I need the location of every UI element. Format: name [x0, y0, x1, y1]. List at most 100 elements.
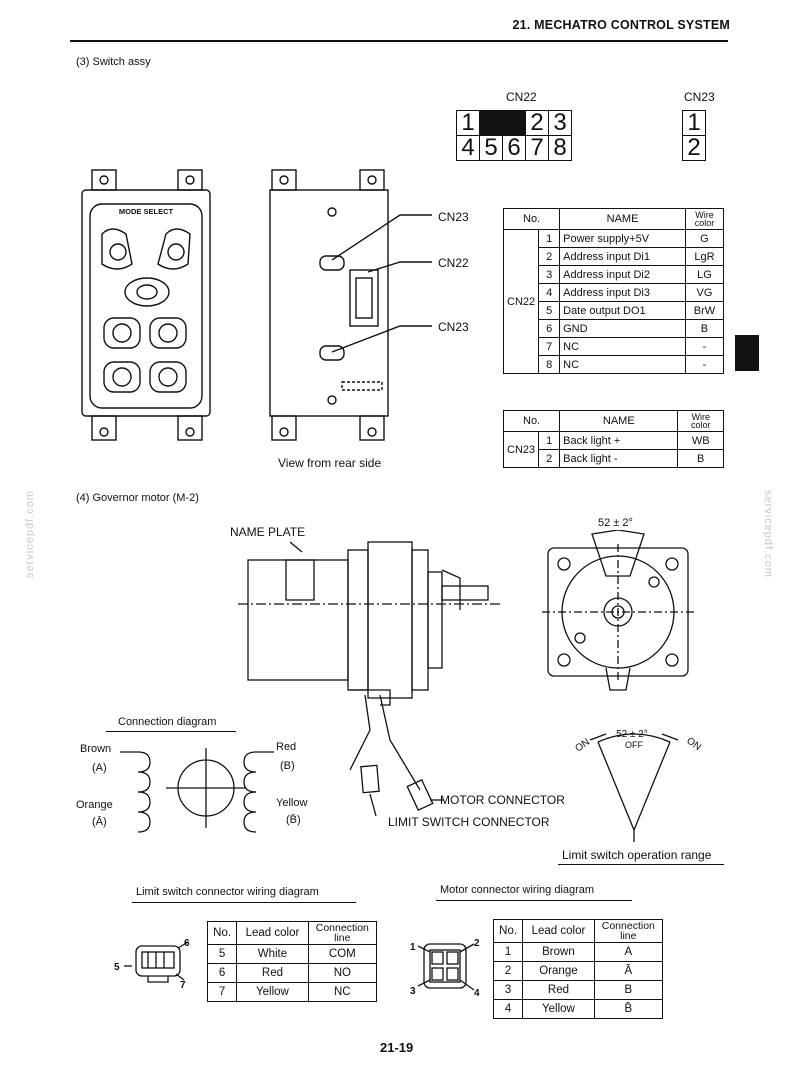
table-row-no: 1	[538, 431, 561, 450]
on-left-label: ON	[573, 737, 592, 755]
table-row-no: 1	[492, 942, 524, 962]
connection-diagram-title: Connection diagram	[118, 716, 217, 728]
cn23-group: CN23	[502, 431, 540, 468]
cn22-pin: 8	[548, 135, 572, 161]
cn23-pin-grid: 1 2	[682, 110, 706, 161]
table-row-line: COM	[307, 944, 378, 964]
table-row-no: 2	[538, 449, 561, 468]
header-connection: Connection	[601, 920, 655, 932]
table-row-name: NC	[559, 337, 686, 356]
table-row-name: GND	[559, 319, 686, 338]
cn22-key	[479, 110, 526, 136]
table-row-line: NO	[307, 963, 378, 983]
table-row-name: Address input Di2	[559, 265, 686, 284]
table-row-no: 4	[492, 999, 524, 1019]
header-line: line	[620, 930, 637, 942]
red-label: Red	[276, 741, 297, 753]
motor-pin-label: 3	[410, 986, 416, 997]
motor-pin-label: 4	[474, 988, 480, 999]
cn22-pin: 1	[456, 110, 480, 136]
table-row-no: 6	[538, 319, 561, 338]
cn22-pin: 2	[525, 110, 549, 136]
cn23-header-wire: Wire	[691, 412, 710, 422]
motor-wiring-title: Motor connector wiring diagram	[440, 884, 595, 896]
table-row-color: -	[684, 355, 725, 374]
table-row-color: LG	[684, 265, 725, 284]
motor-pin-label: 1	[410, 942, 416, 953]
yellow-pin: (B̄)	[286, 814, 301, 826]
limit-wiring-rule	[132, 902, 356, 903]
table-row-line: B	[593, 980, 664, 1000]
header-lead: Lead color	[236, 921, 309, 945]
cn22-pin: 6	[502, 135, 526, 161]
table-row-no: 8	[538, 355, 561, 374]
brown-pin: (A)	[92, 762, 107, 774]
table-row-name: Address input Di1	[559, 247, 686, 266]
cn23-label: CN23	[684, 90, 715, 104]
table-row-line: NC	[307, 982, 378, 1002]
table-row-no: 7	[206, 982, 238, 1002]
range-caption-rule	[558, 864, 724, 865]
cn22-pin: 7	[525, 135, 549, 161]
on-right-label: ON	[684, 735, 703, 753]
name-plate-label: NAME PLATE	[230, 525, 306, 539]
table-row-line: Ā	[593, 961, 664, 981]
cn22-group: CN22	[502, 229, 540, 374]
callout-cn23-bottom: CN23	[438, 320, 469, 334]
table-row-no: 4	[538, 283, 561, 302]
table-row-lead: Orange	[522, 961, 595, 981]
table-row-name: Power supply+5V	[559, 229, 686, 248]
cn22-pin: 3	[548, 110, 572, 136]
connection-diagram	[120, 748, 274, 833]
rear-view-caption: View from rear side	[278, 456, 382, 470]
table-row-lead: Yellow	[522, 999, 595, 1019]
table-row-no: 6	[206, 963, 238, 983]
red-pin: (B)	[280, 760, 295, 772]
panel-label: MODE SELECT	[119, 207, 174, 216]
table-row-lead: Brown	[522, 942, 595, 962]
range-angle: 52 ± 2°	[616, 729, 648, 740]
header-rule	[70, 40, 728, 42]
governor-title: (4) Governor motor (M-2)	[76, 492, 199, 504]
cn23-header-color: color	[690, 420, 711, 430]
cn23-table: No. NAME Wire color CN23 1 Back light + …	[502, 410, 724, 468]
table-row-no: 2	[538, 247, 561, 266]
watermark-right: servicepdf.com	[762, 490, 774, 578]
header-lead: Lead color	[522, 919, 595, 943]
table-row-name: Date output DO1	[559, 301, 686, 320]
table-row-no: 2	[492, 961, 524, 981]
header-line: line	[334, 932, 351, 944]
table-row-no: 7	[538, 337, 561, 356]
table-row-name: NC	[559, 355, 686, 374]
yellow-label: Yellow	[276, 797, 308, 809]
cn22-header-name: NAME	[559, 208, 686, 230]
motor-pin-label: 2	[474, 938, 480, 949]
table-row-no: 3	[538, 265, 561, 284]
table-row-no: 3	[492, 980, 524, 1000]
table-row-name: Back light +	[559, 431, 679, 450]
cn22-label: CN22	[506, 90, 537, 104]
cn22-pin-grid: 1 2 3 4 5 6 7 8	[456, 110, 572, 161]
cn23-header-name: NAME	[559, 410, 679, 432]
header-connection: Connection	[315, 922, 369, 934]
motor-wiring-rule	[436, 900, 632, 901]
cn22-table: No. NAME Wire color CN22 1 Power supply+…	[502, 208, 725, 374]
limit-pin-label: 6	[184, 938, 190, 949]
table-row-color: WB	[677, 431, 724, 450]
limit-wiring-title: Limit switch connector wiring diagram	[136, 886, 319, 898]
table-row-color: B	[684, 319, 725, 338]
limit-switch-connector-label: LIMIT SWITCH CONNECTOR	[388, 815, 550, 829]
cn22-header-color: color	[694, 218, 715, 228]
table-row-color: VG	[684, 283, 725, 302]
cn22-header-no: No.	[502, 208, 561, 230]
table-row-color: B	[677, 449, 724, 468]
motor-connector-drawing: 1 2 3 4	[410, 938, 480, 999]
page-number: 21-19	[380, 1040, 414, 1055]
connection-diagram-rule	[106, 731, 236, 732]
angle-label: 52 ± 2°	[598, 517, 633, 529]
table-row-no: 1	[538, 229, 561, 248]
table-row-line: A	[593, 942, 664, 962]
table-row-lead: Red	[522, 980, 595, 1000]
